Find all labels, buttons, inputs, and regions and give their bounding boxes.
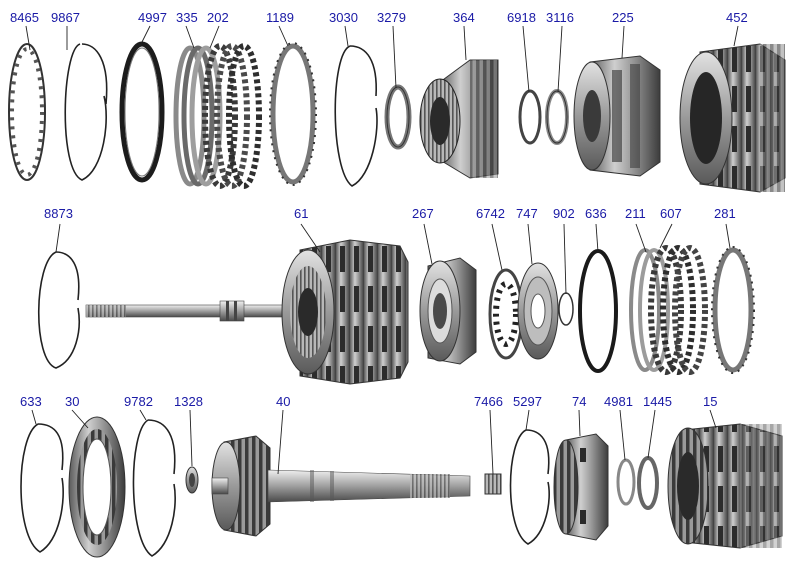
label-part-281: 281 bbox=[714, 206, 736, 221]
part-452-housing bbox=[679, 43, 786, 193]
part-3030-snap-ring bbox=[334, 45, 378, 187]
part-364-drum bbox=[419, 59, 499, 179]
label-part-30: 30 bbox=[65, 394, 79, 409]
part-335-clutch-plates bbox=[173, 45, 223, 187]
part-202-clutch-plates bbox=[202, 43, 262, 189]
part-747-seal-plate bbox=[517, 262, 559, 360]
part-1189-toothed-ring bbox=[269, 42, 317, 186]
part-5297-snap-ring bbox=[509, 429, 550, 545]
label-part-1445: 1445 bbox=[643, 394, 672, 409]
part-636-dark-ring bbox=[578, 249, 618, 373]
part-902-o-ring bbox=[558, 292, 574, 326]
label-part-1328: 1328 bbox=[174, 394, 203, 409]
label-part-8873: 8873 bbox=[44, 206, 73, 221]
label-part-364: 364 bbox=[453, 10, 475, 25]
label-part-40: 40 bbox=[276, 394, 290, 409]
label-part-633: 633 bbox=[20, 394, 42, 409]
label-part-902: 902 bbox=[553, 206, 575, 221]
part-4997-dark-ring bbox=[119, 41, 165, 183]
label-part-202: 202 bbox=[207, 10, 229, 25]
label-part-8465: 8465 bbox=[10, 10, 39, 25]
label-part-4997: 4997 bbox=[138, 10, 167, 25]
label-part-4981: 4981 bbox=[604, 394, 633, 409]
label-part-74: 74 bbox=[572, 394, 586, 409]
part-7466-bearing bbox=[484, 473, 502, 495]
label-part-452: 452 bbox=[726, 10, 748, 25]
part-225-planetary bbox=[573, 55, 661, 177]
label-part-3279: 3279 bbox=[377, 10, 406, 25]
part-9782-snap-ring bbox=[132, 419, 176, 557]
label-part-607: 607 bbox=[660, 206, 682, 221]
label-part-61: 61 bbox=[294, 206, 308, 221]
part-3279-washer bbox=[384, 84, 412, 150]
part-6918-washer bbox=[518, 89, 542, 145]
label-part-6742: 6742 bbox=[476, 206, 505, 221]
label-part-5297: 5297 bbox=[513, 394, 542, 409]
label-part-211: 211 bbox=[625, 206, 646, 221]
label-part-335: 335 bbox=[176, 10, 198, 25]
part-74-sleeve bbox=[553, 433, 609, 541]
part-9867-snap-ring bbox=[64, 43, 108, 181]
label-part-636: 636 bbox=[585, 206, 607, 221]
label-part-747: 747 bbox=[516, 206, 538, 221]
part-1445-washer bbox=[637, 456, 659, 510]
label-part-3116: 3116 bbox=[546, 10, 574, 25]
part-labels: 8465 9867 4997 335 202 1189 3030 3279 36… bbox=[10, 10, 748, 409]
part-211-clutch-plates bbox=[629, 248, 670, 372]
label-part-3030: 3030 bbox=[329, 10, 358, 25]
label-part-267: 267 bbox=[412, 206, 434, 221]
label-part-9867: 9867 bbox=[51, 10, 80, 25]
label-part-1189: 1189 bbox=[266, 10, 294, 25]
part-61-shaft-drum bbox=[85, 239, 409, 385]
part-6742-spring-retainer bbox=[488, 268, 524, 360]
part-15-sun-gear-drum bbox=[667, 423, 783, 549]
part-1328-bearing bbox=[185, 466, 199, 494]
part-281-toothed-ring bbox=[711, 246, 755, 374]
label-part-6918: 6918 bbox=[507, 10, 536, 25]
part-4981-washer bbox=[616, 458, 636, 506]
label-part-225: 225 bbox=[612, 10, 634, 25]
part-40-output-shaft bbox=[211, 435, 471, 537]
leader-lines bbox=[25, 25, 739, 475]
label-part-7466: 7466 bbox=[474, 394, 503, 409]
part-267-piston bbox=[419, 257, 477, 365]
part-8873-snap-ring bbox=[37, 251, 80, 369]
part-3116-washer bbox=[545, 89, 569, 145]
label-part-9782: 9782 bbox=[124, 394, 153, 409]
label-part-15: 15 bbox=[703, 394, 717, 409]
part-8465-toothed-ring bbox=[8, 43, 46, 181]
part-607-clutch-plates bbox=[648, 245, 708, 375]
part-633-snap-ring bbox=[20, 423, 64, 553]
part-30-ring-gear bbox=[68, 416, 126, 558]
